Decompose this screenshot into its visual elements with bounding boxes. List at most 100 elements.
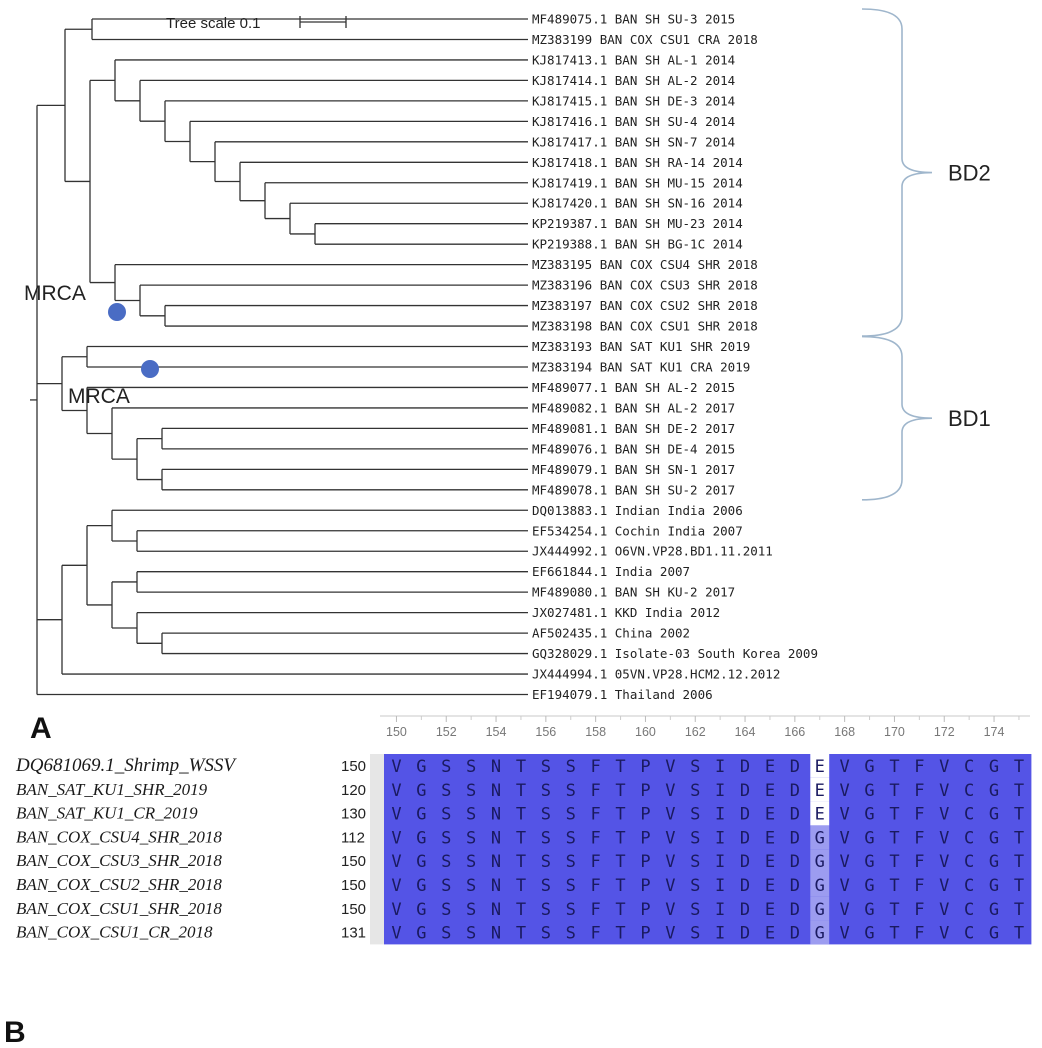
residue: V [840,781,850,801]
residue: V [939,852,949,872]
tree-leaf-label: KJ817417.1 BAN SH SN-7 2014 [532,134,735,149]
residue: G [815,852,825,872]
residue: G [815,924,825,944]
tree-leaf-label: MF489076.1 BAN SH DE-4 2015 [532,441,735,456]
residue: D [740,781,750,801]
residue: P [640,900,650,920]
tree-leaf-label: KJ817413.1 BAN SH AL-1 2014 [532,52,735,67]
residue: V [939,805,949,825]
residue: V [840,757,850,777]
residue: S [566,852,576,872]
residue: T [516,757,526,777]
residue: S [690,876,700,896]
tree-leaf-label: KP219387.1 BAN SH MU-23 2014 [532,216,743,231]
residue: T [516,876,526,896]
alignment-row-start: 150 [341,877,366,894]
residue: I [715,924,725,944]
residue: T [615,805,625,825]
panel-letter-a: A [30,712,52,745]
residue: T [1014,805,1024,825]
residue: S [441,852,451,872]
tree-leaf-label: KJ817420.1 BAN SH SN-16 2014 [532,196,743,211]
residue: P [640,828,650,848]
mrca-label-lower: MRCA [68,385,130,408]
ruler-tick-label: 164 [735,725,756,739]
residue: F [914,828,924,848]
residue: T [516,805,526,825]
residue: S [566,805,576,825]
tree-leaf-label: MZ383194 BAN SAT KU1 CRA 2019 [532,359,750,374]
residue: N [491,876,501,896]
residue: S [566,757,576,777]
residue-highlight [810,754,830,778]
residue-highlight [810,801,830,826]
residue: N [491,757,501,777]
residue: D [740,757,750,777]
tree-leaf-label: MZ383193 BAN SAT KU1 SHR 2019 [532,339,750,354]
residue: S [566,828,576,848]
residue: S [441,900,451,920]
tree-leaf-label: KJ817419.1 BAN SH MU-15 2014 [532,175,743,190]
residue: T [516,781,526,801]
residue: C [964,900,974,920]
residue: T [889,805,899,825]
residue: D [790,852,800,872]
residue: P [640,757,650,777]
residue: S [466,924,476,944]
residue: D [740,900,750,920]
residue: V [391,876,401,896]
residue: S [541,757,551,777]
residue: T [889,876,899,896]
ruler-tick-label: 154 [486,725,507,739]
residue: I [715,852,725,872]
residue: D [790,876,800,896]
alignment-row-name: BAN_SAT_KU1_SHR_2019 [16,780,208,799]
residue: G [864,781,874,801]
residue: I [715,757,725,777]
residue: V [665,876,675,896]
residue: T [615,828,625,848]
residue: E [765,805,775,825]
residue: S [690,852,700,872]
residue: V [391,852,401,872]
residue: E [815,781,825,801]
residue: V [391,757,401,777]
residue: P [640,876,650,896]
residue: C [964,852,974,872]
residue: E [765,924,775,944]
residue: C [964,828,974,848]
tree-leaf-label: JX444994.1 05VN.VP28.HCM2.12.2012 [532,667,780,682]
tree-leaf-label: GQ328029.1 Isolate-03 South Korea 2009 [532,646,818,661]
alignment-row-name: BAN_COX_CSU1_SHR_2018 [16,899,222,918]
ruler-tick-label: 156 [535,725,556,739]
residue: G [416,805,426,825]
residue: G [989,781,999,801]
residue: G [864,852,874,872]
residue: T [516,900,526,920]
residue: E [765,757,775,777]
residue: V [665,900,675,920]
residue: S [466,781,476,801]
tree-leaf-label: EF194079.1 Thailand 2006 [532,687,713,702]
alignment-row-name: BAN_COX_CSU4_SHR_2018 [16,827,222,846]
residue: C [964,757,974,777]
clade-label-bd1: BD1 [948,406,991,431]
residue: S [441,924,451,944]
residue: T [1014,924,1024,944]
residue: V [939,924,949,944]
residue: G [989,924,999,944]
residue: V [391,828,401,848]
tree-leaf-label: MF489081.1 BAN SH DE-2 2017 [532,421,735,436]
residue: V [665,781,675,801]
residue: N [491,852,501,872]
residue: S [541,828,551,848]
ruler-tick-label: 162 [685,725,706,739]
residue: N [491,781,501,801]
residue: D [740,828,750,848]
residue: T [889,828,899,848]
residue: D [790,757,800,777]
clade-brace-1 [861,335,933,501]
residue: V [665,757,675,777]
